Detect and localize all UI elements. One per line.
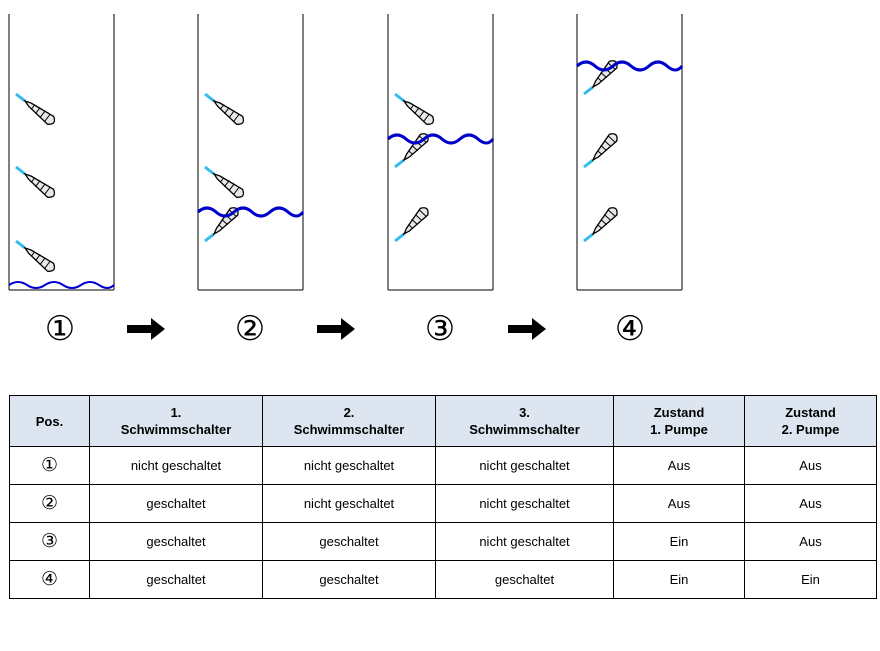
float-switch-icon xyxy=(393,92,438,129)
table-cell: ④ xyxy=(9,560,90,599)
float-switch-icon xyxy=(393,203,432,243)
water-level xyxy=(576,60,684,72)
table-row: ① nicht geschaltet nicht geschaltet nich… xyxy=(9,446,877,485)
table-cell: nicht geschaltet xyxy=(262,446,436,485)
table-row: ② geschaltet nicht geschaltet nicht gesc… xyxy=(9,484,877,523)
table-cell: nicht geschaltet xyxy=(435,522,614,561)
right-arrow-icon xyxy=(508,318,546,340)
table-cell: geschaltet xyxy=(262,522,436,561)
step-label: ② xyxy=(235,309,265,349)
table-row: ③ geschaltet geschaltet nicht geschaltet… xyxy=(9,522,877,561)
table-cell: Ein xyxy=(613,560,745,599)
table-cell: Aus xyxy=(744,484,877,523)
float-switch-icon xyxy=(582,129,621,169)
table-row: ④ geschaltet geschaltet geschaltet Ein E… xyxy=(9,560,877,599)
state-table: Pos. 1.Schwimmschalter 2.Schwimmschalter… xyxy=(9,395,877,599)
table-cell: Aus xyxy=(613,484,745,523)
table-cell: nicht geschaltet xyxy=(262,484,436,523)
water-level xyxy=(197,206,305,218)
table-cell: nicht geschaltet xyxy=(435,446,614,485)
table-cell: geschaltet xyxy=(89,484,263,523)
table-cell: ② xyxy=(9,484,90,523)
water-level xyxy=(387,133,495,145)
header-pos: Pos. xyxy=(9,395,90,447)
tank-1 xyxy=(8,14,115,291)
table-cell: geschaltet xyxy=(89,560,263,599)
float-switch-icon xyxy=(203,165,248,202)
table-cell: nicht geschaltet xyxy=(89,446,263,485)
table-cell: geschaltet xyxy=(262,560,436,599)
step-label: ④ xyxy=(615,309,645,349)
table-cell: Aus xyxy=(613,446,745,485)
water-level xyxy=(8,281,115,289)
float-switch-icon xyxy=(14,165,59,202)
table-header-row: Pos. 1.Schwimmschalter 2.Schwimmschalter… xyxy=(9,395,877,447)
float-switch-icon xyxy=(203,92,248,129)
table-cell: ① xyxy=(9,446,90,485)
table-cell: geschaltet xyxy=(435,560,614,599)
table-cell: Ein xyxy=(744,560,877,599)
tank-3 xyxy=(387,14,495,291)
step-label: ③ xyxy=(425,309,455,349)
right-arrow-icon xyxy=(127,318,165,340)
tank-2 xyxy=(197,14,305,291)
table-cell: Ein xyxy=(613,522,745,561)
float-switch-icon xyxy=(14,92,59,129)
right-arrow-icon xyxy=(317,318,355,340)
header-switch-3: 3.Schwimmschalter xyxy=(435,395,614,447)
float-switch-diagram: ① ② ③ ④ xyxy=(8,14,684,349)
header-switch-1: 1.Schwimmschalter xyxy=(89,395,263,447)
table-cell: nicht geschaltet xyxy=(435,484,614,523)
step-label: ① xyxy=(45,309,75,349)
float-switch-icon xyxy=(582,203,621,243)
table-cell: Aus xyxy=(744,522,877,561)
float-switch-icon xyxy=(14,239,59,276)
table-cell: Aus xyxy=(744,446,877,485)
header-switch-2: 2.Schwimmschalter xyxy=(262,395,436,447)
tank-4 xyxy=(576,14,684,291)
table-cell: ③ xyxy=(9,522,90,561)
table-cell: geschaltet xyxy=(89,522,263,561)
